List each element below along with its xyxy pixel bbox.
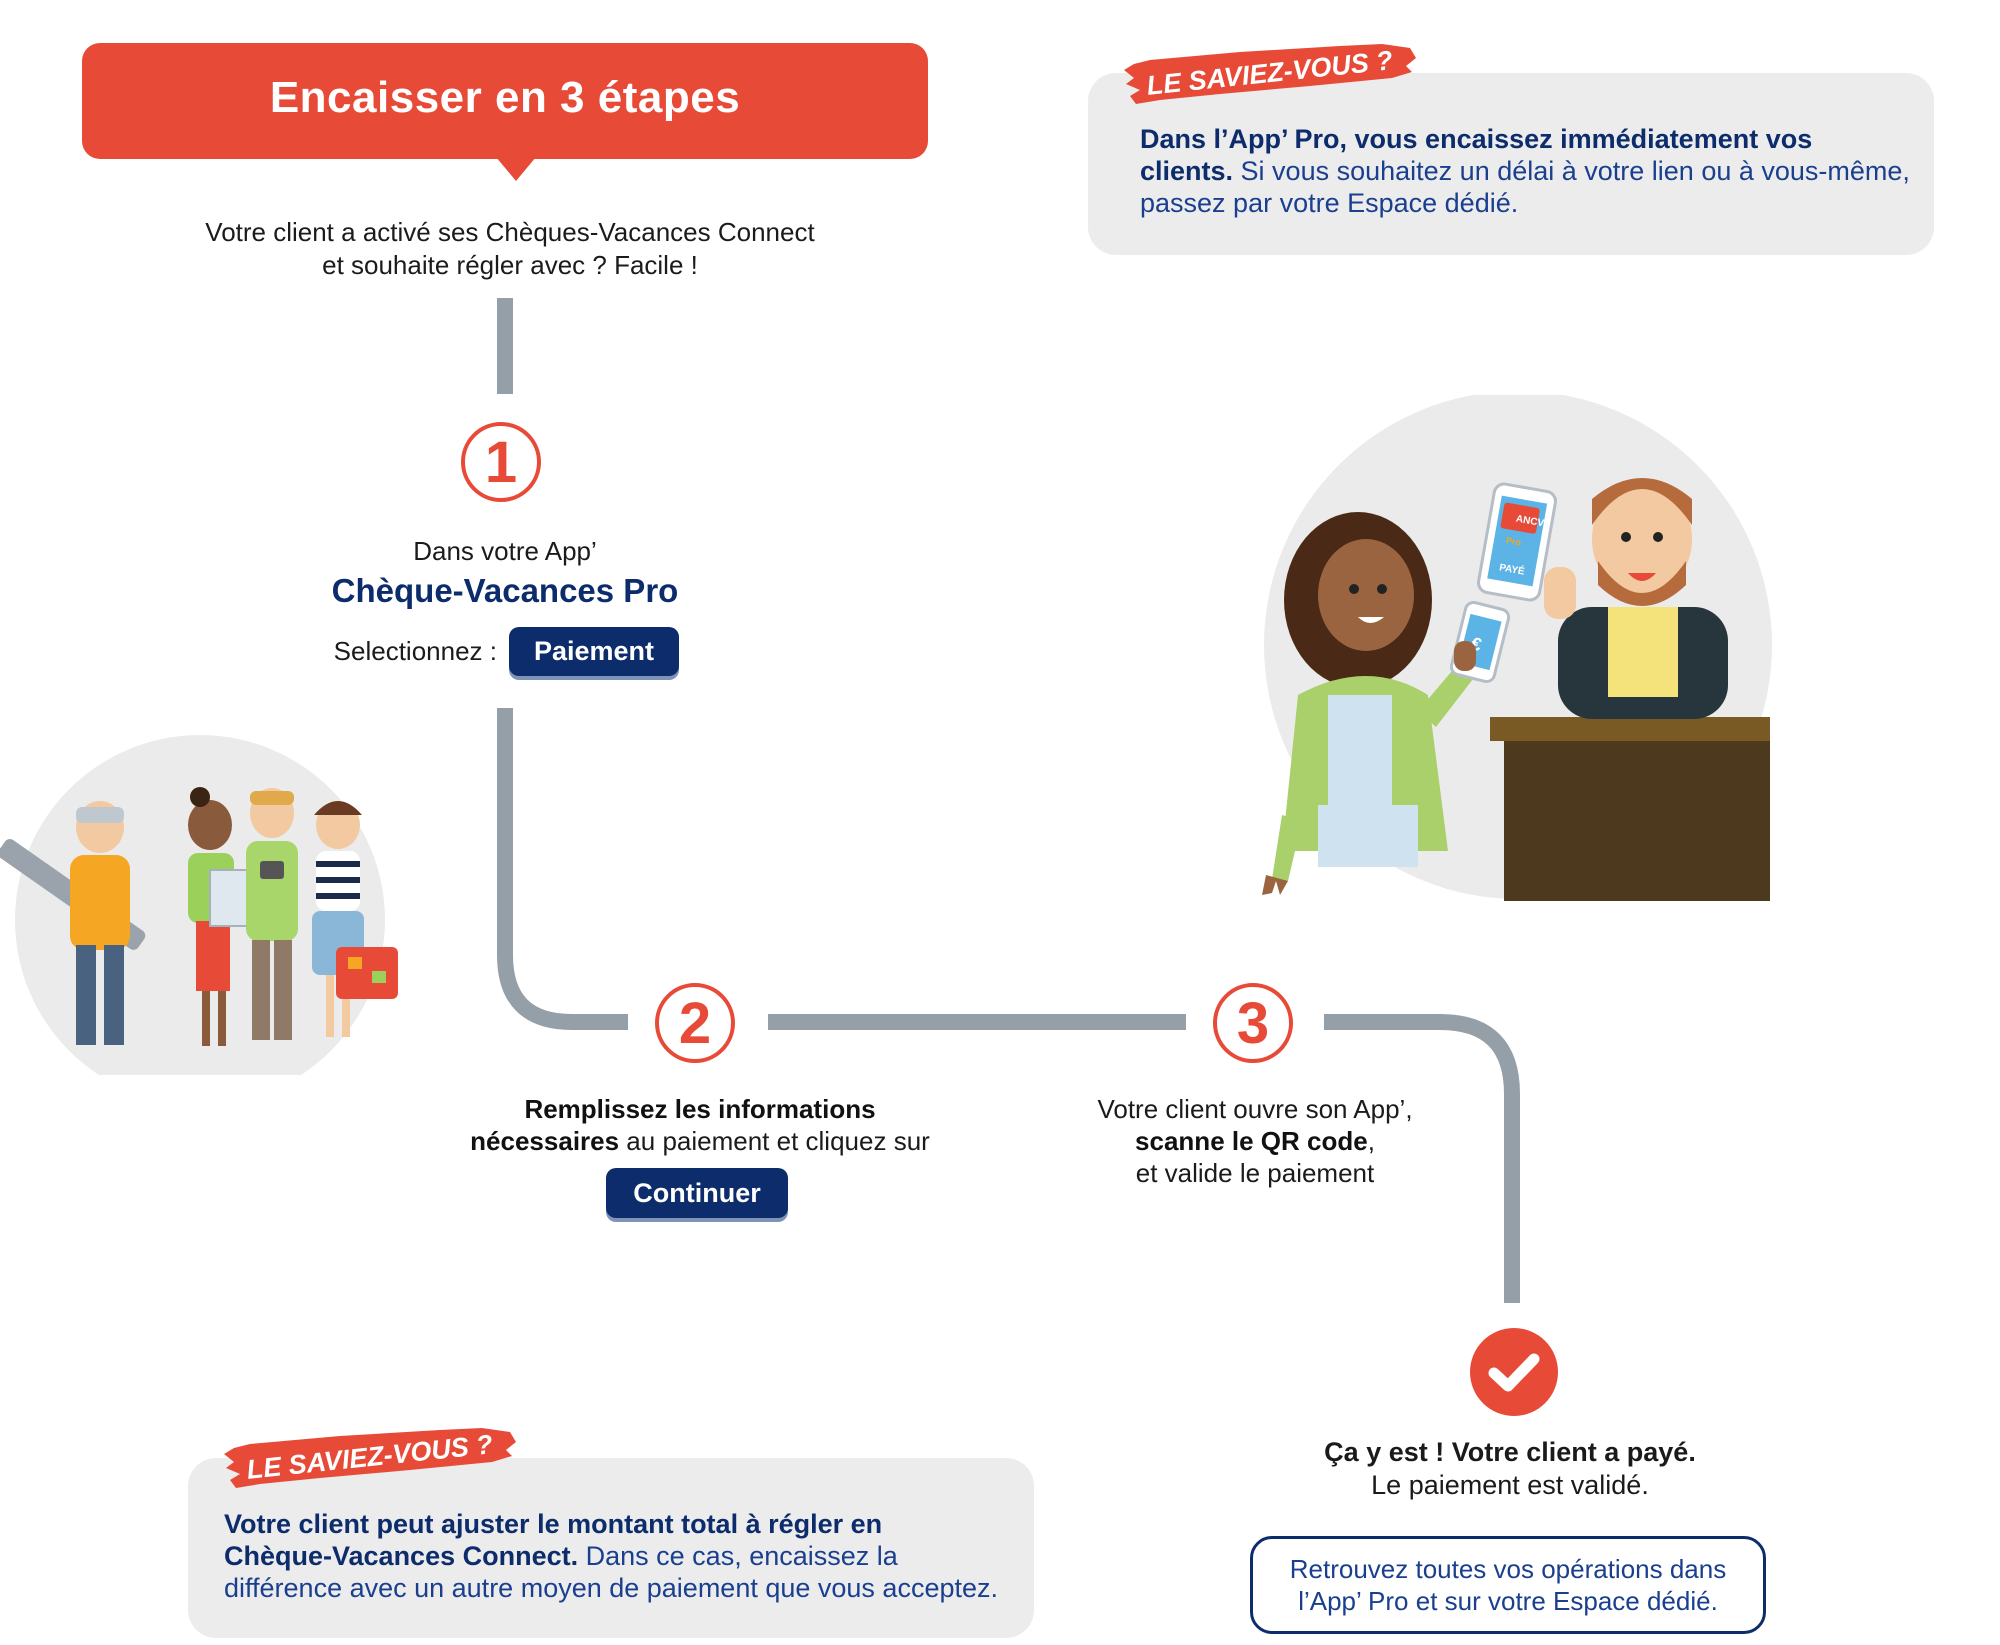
phone-brand-label: ANCV bbox=[1515, 514, 1545, 530]
connector-top bbox=[497, 298, 513, 394]
tip-top-strong-2: clients. bbox=[1140, 156, 1234, 186]
step-2-text: Remplissez les informations nécessaires … bbox=[420, 1093, 980, 1157]
step-1-label: Dans votre App’ bbox=[413, 536, 597, 566]
step-3-circle: 3 bbox=[1213, 983, 1293, 1063]
tip-top-line-3: passez par votre Espace dédié. bbox=[1140, 188, 1519, 218]
tip-bottom-rest: Dans ce cas, encaissez la bbox=[578, 1541, 898, 1571]
step-3-line-2-rest: , bbox=[1367, 1126, 1375, 1156]
title-banner: Encaisser en 3 étapes bbox=[82, 43, 928, 181]
saviez-vous-badge-top: LE SAVIEZ-VOUS ? bbox=[1120, 40, 1420, 111]
connector-step1-to-step2 bbox=[497, 708, 628, 1030]
paiement-button[interactable]: Paiement bbox=[509, 627, 679, 676]
step-2-circle: 2 bbox=[655, 983, 735, 1063]
tip-top-strong-1: Dans l’App’ Pro, vous encaissez immédiat… bbox=[1140, 124, 1813, 154]
step-3-text: Votre client ouvre son App’, scanne le Q… bbox=[1050, 1093, 1460, 1189]
saviez-vous-badge-bottom: LE SAVIEZ-VOUS ? bbox=[220, 1424, 520, 1495]
step-2-text-bold-2: nécessaires bbox=[470, 1126, 620, 1156]
done-text: Ça y est ! Votre client a payé. Le paiem… bbox=[1230, 1436, 1790, 1502]
footer-line-2: l’App’ Pro et sur votre Espace dédié. bbox=[1298, 1586, 1718, 1616]
tip-box-bottom: Votre client peut ajuster le montant tot… bbox=[188, 1458, 1034, 1638]
phone-tag-label: Pro bbox=[1505, 535, 1522, 548]
step-2-text-rest: au paiement et cliquez sur bbox=[619, 1126, 930, 1156]
check-icon bbox=[1470, 1328, 1558, 1416]
tip-top-text: Dans l’App’ Pro, vous encaissez immédiat… bbox=[1140, 123, 1920, 219]
done-line-2: Le paiement est validé. bbox=[1371, 1470, 1649, 1500]
page-title: Encaisser en 3 étapes bbox=[269, 73, 741, 122]
step-3-line-3: et valide le paiement bbox=[1135, 1158, 1375, 1188]
footer-info-box: Retrouvez toutes vos opérations dans l’A… bbox=[1250, 1536, 1766, 1634]
travellers-illustration bbox=[0, 735, 400, 1105]
tip-bottom-strong-1: Votre client peut ajuster le montant tot… bbox=[224, 1509, 883, 1539]
tip-top-rest: Si vous souhaitez un délai à votre lien … bbox=[1233, 156, 1910, 186]
step-3-number: 3 bbox=[1236, 991, 1270, 1056]
payment-illustration: ANCV Pro PAYÉ € bbox=[1258, 391, 1778, 915]
phone-status-label: PAYÉ bbox=[1498, 560, 1526, 577]
step-1-circle: 1 bbox=[461, 422, 541, 502]
step-3-line-2-bold: scanne le QR code bbox=[1135, 1126, 1368, 1156]
step-1-select-label: Selectionnez : bbox=[333, 636, 497, 666]
continuer-button[interactable]: Continuer bbox=[606, 1168, 788, 1218]
step-1-app-name: Chèque-Vacances Pro bbox=[331, 572, 679, 609]
step-3-line-1: Votre client ouvre son App’, bbox=[1097, 1094, 1413, 1124]
done-line-1: Ça y est ! Votre client a payé. bbox=[1324, 1437, 1696, 1467]
step-1-number: 1 bbox=[484, 430, 518, 495]
tip-bottom-line-3: différence avec un autre moyen de paieme… bbox=[224, 1573, 998, 1603]
intro-line-1: Votre client a activé ses Chèques-Vacanc… bbox=[205, 217, 815, 247]
intro-line-2: et souhaite régler avec ? Facile ! bbox=[322, 250, 698, 280]
footer-line-1: Retrouvez toutes vos opérations dans bbox=[1289, 1554, 1727, 1584]
tip-box-top: Dans l’App’ Pro, vous encaissez immédiat… bbox=[1088, 73, 1934, 255]
intro-text: Votre client a activé ses Chèques-Vacanc… bbox=[130, 216, 890, 282]
tip-bottom-strong-2: Chèque-Vacances Connect. bbox=[224, 1541, 579, 1571]
step-2-number: 2 bbox=[678, 991, 712, 1056]
tip-bottom-text: Votre client peut ajuster le montant tot… bbox=[224, 1508, 1024, 1604]
step-2-text-bold-1: Remplissez les informations bbox=[524, 1094, 876, 1124]
